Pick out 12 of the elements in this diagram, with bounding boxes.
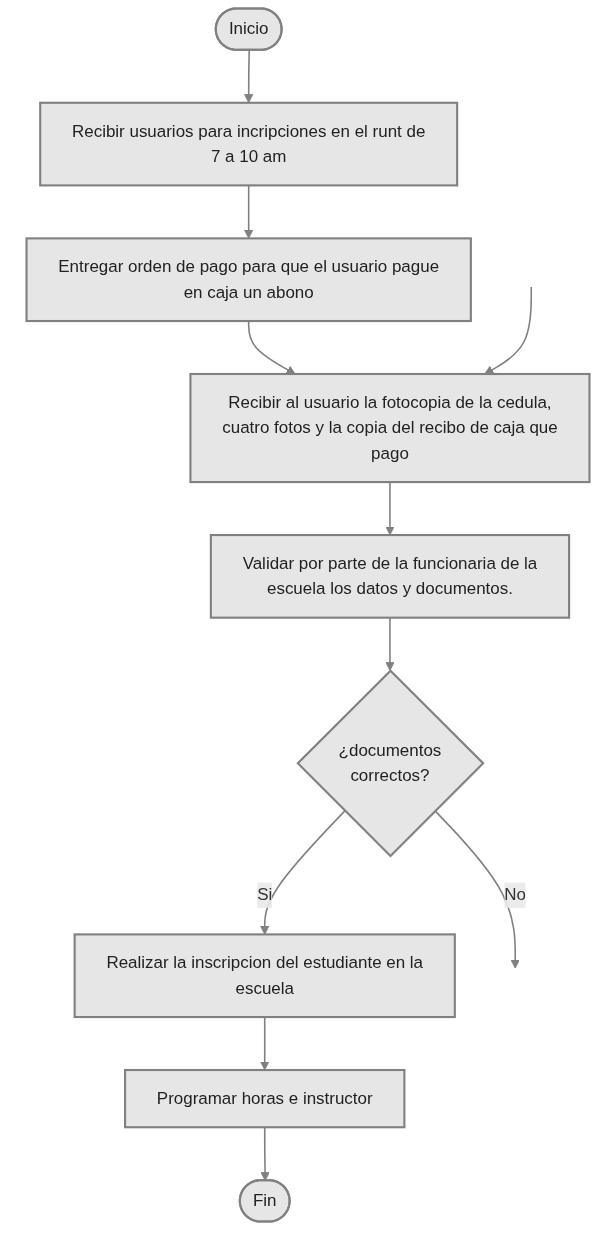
edge-label: No: [504, 885, 527, 904]
arrow: [260, 810, 346, 935]
arrow: [434, 810, 520, 969]
node-box: Recibir usuarios para incripciones en el runt de 7 a 10 am: [39, 101, 459, 187]
edge-label: Si: [257, 885, 273, 904]
node-box: Programar horas e instructor: [124, 1068, 406, 1129]
node-box: Recibir al usuario la fotocopia de la cedula, cuatro fotos y la copia del recibo de caja que pago: [189, 372, 591, 484]
node-box: Realizar la inscripcion del estudiante en la escuela: [73, 933, 456, 1019]
arrow: [484, 286, 533, 375]
node-box: Validar por parte de la funcionaria de la escuela los datos y documentos.: [209, 534, 571, 619]
node-box: Entregar orden de pago para que el usuario pague en caja un abono: [25, 237, 472, 323]
node-diamond: ¿documentos correctos?: [296, 669, 485, 858]
